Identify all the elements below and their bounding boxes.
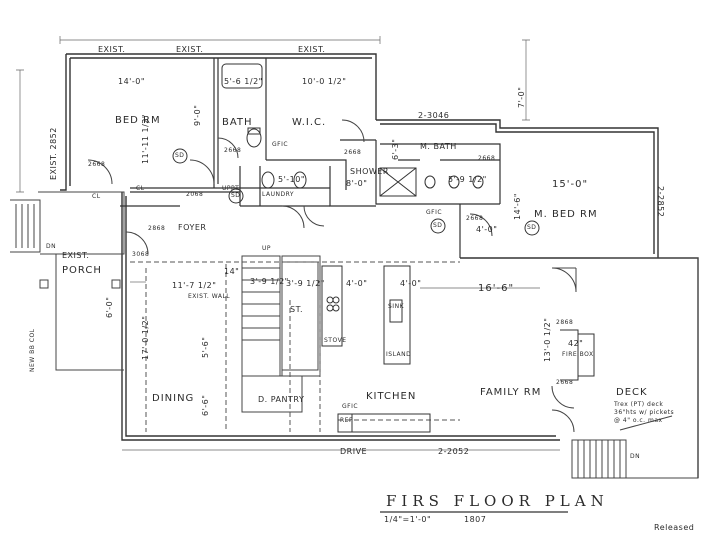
note-ref: REF [340,417,353,424]
door-tag: 2668 [344,149,362,156]
room-label-island: ISLAND [386,351,412,358]
door-tag: 2668 [88,161,106,168]
note-exist-wall: EXIST. WALL [188,293,231,300]
note-window-2-2852: 2-2852 [656,186,665,218]
dim-bed-side: 9'-0" [193,104,202,126]
note-dn-deck: DN [630,453,641,460]
room-label-st: ST. [290,305,304,314]
note-stove: STOVE [324,337,347,344]
door-tag: 2668 [466,215,484,222]
dim-mbath-height: 6'-3" [391,138,400,160]
note-exist-side: EXIST. 2852 [49,127,58,180]
circle-tag: SD [527,224,537,231]
door-tag: 2868 [148,225,166,232]
door-tag: 2068 [186,191,204,198]
dim-closet-width: 4'-0" [476,225,498,234]
note-gfic-3: GFIC [342,403,359,410]
dim-6-6: 6'-6" [201,394,210,416]
note-up: UP [262,245,272,252]
released-stamp: Released [654,523,695,532]
door-swings [87,119,493,255]
plan-scale: 1/4"=1'-0" [384,515,432,524]
dim-shower-width: 8'-0" [346,179,368,188]
room-label-shower: SHOWER [350,167,389,176]
bath-fixtures [221,63,484,197]
family-doors [551,267,577,433]
dim-mbath-vanity: 5'-9 1/2" [448,175,487,184]
existing-dashed [130,261,460,432]
plan-number: 1807 [464,515,487,524]
room-label-wic: W.I.C. [292,117,327,128]
dim-family-height: 13'-0 1/2" [543,317,552,362]
room-label-bath: BATH [222,117,253,128]
door-tag: 2668 [224,147,242,154]
circle-tag: SD [175,152,185,159]
circle-tags [172,148,540,236]
dim-fire-width: 42" [568,339,584,348]
door-tag: 3068 [132,251,150,258]
note-cl-2: CL [136,185,145,192]
door-tag: 2668 [478,155,496,162]
note-cl-1: CL [92,193,101,200]
note-dn-porch: DN [46,243,57,250]
note-gfic-2: GFIC [426,209,443,216]
room-label-kitchen: KITCHEN [366,391,417,402]
note-drive: DRIVE [340,447,368,456]
room-label-dining: DINING [152,393,195,404]
note-window-2-3046: 2-3046 [418,111,450,120]
dim-top-right: 7'-0" [517,86,526,108]
note-deck-3: @ 4" o.c. max [614,417,663,424]
dim-pantry-width: 3'-9 1/2" [286,279,325,288]
dim-island-width: 4'-0" [400,279,422,288]
dim-family-width: 16'-6" [478,283,515,294]
plan-title: FIRS FLOOR PLAN [386,492,609,510]
fireplace [560,329,595,381]
room-label-family-rm: FAMILY RM [480,387,542,398]
room-label-m-bed-rm: M. BED RM [534,209,598,220]
interior-walls [120,58,501,258]
dim-porch-height: 6'-0" [105,296,114,318]
dim-island-gap: 4'-0" [346,279,368,288]
circle-tag: SD [433,222,443,229]
dim-stair-width: 3'-9 1/2" [250,277,289,286]
note-new-bb-col: NEW BB COL [29,328,36,372]
dim-bed-width: 14'-0" [118,77,146,86]
dim-wic-width: 10'-0 1/2" [302,77,347,86]
note-sink: SINK [388,303,405,310]
dimension-lines [16,36,560,451]
note-gfic-1: GFIC [272,141,289,148]
dim-laundry-width: 5'-10" [278,175,306,184]
note-exist-top-mid: EXIST. [176,45,204,54]
note-deck-1: Trex (PT) deck [614,401,664,408]
dim-bed-height: 11'-11 1/2" [141,113,150,164]
porch-outline [10,191,125,371]
dim-bath-width: 5'-6 1/2" [224,77,263,86]
dim-mbed-height: 14'-6" [513,192,522,220]
room-label-deck: DECK [616,387,648,398]
room-label-laundry: LAUNDRY [262,191,295,198]
note-uppt: UPPT [222,185,240,192]
note-window-2-2052: 2-2052 [438,447,470,456]
room-label-foyer: FOYER [178,223,207,232]
dim-5-6: 5'-6" [201,336,210,358]
room-label-bed-rm: BED RM [115,115,161,126]
dim-dining-width: 11'-7 1/2" [172,281,217,290]
room-label-d-pantry: D. PANTRY [258,395,305,404]
dim-14: 14" [224,267,240,276]
note-fire-box: FIRE BOX [562,351,594,358]
dim-mbed-width: 15'-0" [552,179,589,190]
room-label-m-bath: M. BATH [420,142,457,151]
dim-dining-height: 17'-0 1/2" [141,315,150,360]
deck-outline [571,257,699,479]
kitchen-counters [321,265,431,433]
note-exist-top-right: EXIST. [298,45,326,54]
note-deck-2: 36"hts w/ pickets [614,409,675,416]
note-exist-top-left: EXIST. [98,45,126,54]
door-tag: 2868 [556,319,574,326]
circle-tag: SD [231,192,241,199]
door-tag: 2668 [556,379,574,386]
room-label-porch: PORCH [62,265,102,276]
note-exist-porch: EXIST. [62,251,90,260]
